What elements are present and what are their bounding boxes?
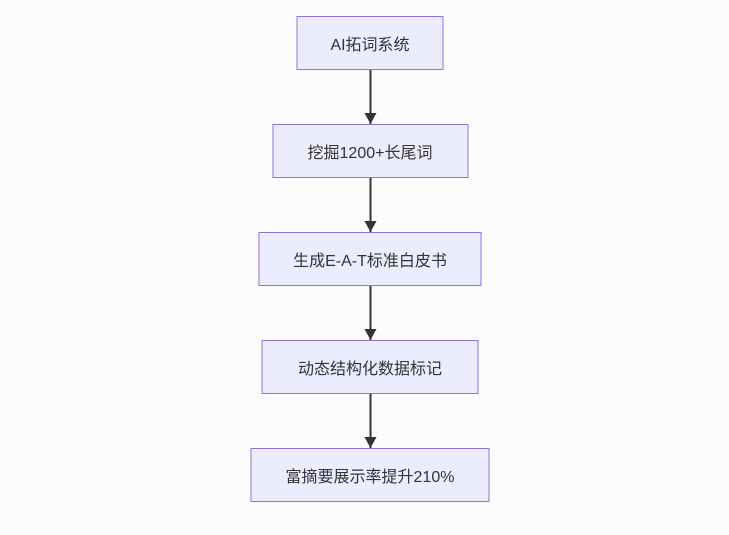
flow-node-longtail-mining: 挖掘1200+长尾词 <box>272 124 468 178</box>
flow-node-structured-data-markup: 动态结构化数据标记 <box>261 340 479 394</box>
flow-node-label: 挖掘1200+长尾词 <box>307 145 433 162</box>
flow-node-label: 生成E-A-T标准白皮书 <box>293 253 447 270</box>
flow-arrow-down-icon <box>369 286 371 340</box>
flow-node-label: 动态结构化数据标记 <box>297 361 442 378</box>
flowchart: AI拓词系统 挖掘1200+长尾词 生成E-A-T标准白皮书 动态结构化数据标记… <box>250 16 490 502</box>
flow-node-label: AI拓词系统 <box>330 37 410 54</box>
flow-node-ai-word-system: AI拓词系统 <box>296 16 444 70</box>
flow-arrow-down-icon <box>369 178 371 232</box>
flow-arrow-down-icon <box>369 70 371 124</box>
flow-arrow-down-icon <box>369 394 371 448</box>
flow-node-eat-whitepaper: 生成E-A-T标准白皮书 <box>258 232 482 286</box>
flow-node-label: 富摘要展示率提升210% <box>285 469 455 486</box>
flow-node-rich-snippet-result: 富摘要展示率提升210% <box>250 448 490 502</box>
